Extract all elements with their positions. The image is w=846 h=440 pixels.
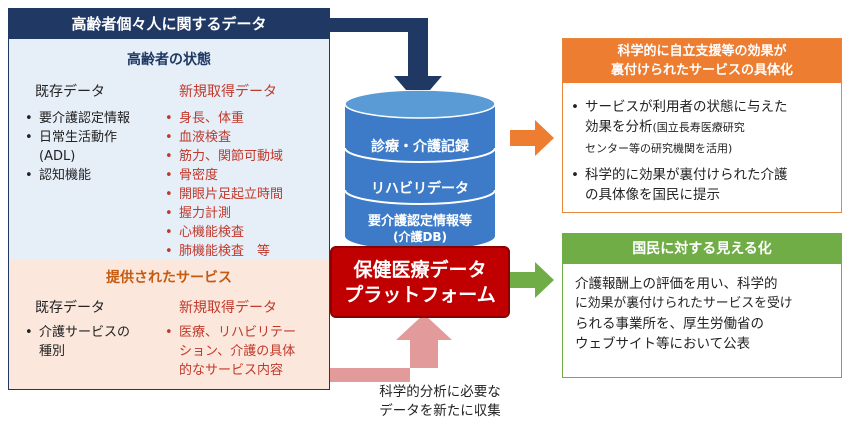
public-visibility-box: 国民に対する見える化 介護報酬上の評価を用い、科学的 に効果が裏付けられたサービ… — [562, 233, 842, 378]
list-item-note: (国立長寿医療研究 — [652, 121, 745, 134]
service-effect-box: 科学的に自立支援等の効果が 裏付けられたサービスの具体化 サービスが利用者の状態… — [562, 38, 842, 213]
service-new-head: 新規取得データ — [179, 300, 277, 316]
caption-line1: 科学的分析に必要な — [379, 384, 501, 400]
list-item: 心機能検査 — [165, 223, 325, 242]
collection-caption: 科学的分析に必要な データを新たに収集 — [360, 383, 520, 421]
senior-state-section: 高齢者の状態 既存データ 新規取得データ 要介護認定情報 日常生活動作 (ADL… — [9, 39, 329, 261]
service-new-line2: ション、介護の具体 — [179, 344, 296, 359]
text-line: に効果が裏付けられたサービスを受け — [575, 296, 793, 311]
service-existing-list: 介護サービスの — [25, 323, 165, 342]
caption-line2: データを新たに収集 — [379, 403, 501, 419]
list-item: 介護サービスの — [25, 323, 165, 342]
state-new-head: 新規取得データ — [179, 84, 277, 100]
state-existing-head: 既存データ — [35, 84, 105, 100]
orange-arrow — [510, 120, 554, 156]
service-effect-header: 科学的に自立支援等の効果が 裏付けられたサービスの具体化 — [563, 39, 841, 83]
list-item: 医療、リハビリテー — [165, 323, 327, 342]
platform-line1: 保健医療データ — [353, 259, 487, 281]
list-item-text: 効果を分析 — [585, 119, 653, 135]
list-item-text: 科学的に効果が裏付けられた介護 — [585, 167, 788, 183]
state-new-list: 身長、体重 血液検査 筋力、関節可動域 骨密度 開眼片足起立時間 握力計測 心機… — [165, 109, 325, 261]
list-item-text: の具体像を国民に提示 — [585, 187, 720, 203]
list-item: 科学的に効果が裏付けられた介護 の具体像を国民に提示 — [571, 165, 837, 205]
text-line: ウェブサイト等において公表 — [575, 336, 751, 352]
senior-state-title: 高齢者の状態 — [127, 52, 211, 68]
list-item-text: サービスが利用者の状態に与えた — [585, 99, 788, 115]
service-effect-header-line1: 科学的に自立支援等の効果が — [617, 44, 787, 59]
list-item: 筋力、関節可動域 — [165, 147, 325, 166]
list-item: 握力計測 — [165, 204, 325, 223]
senior-data-header: 高齢者個々人に関するデータ — [9, 9, 329, 39]
list-item: 要介護認定情報 — [25, 109, 165, 128]
list-item: 身長、体重 — [165, 109, 325, 128]
state-existing-list: 要介護認定情報 日常生活動作 (ADL) 認知機能 — [25, 109, 165, 185]
pink-arrow — [330, 314, 452, 382]
service-effect-header-line2: 裏付けられたサービスの具体化 — [610, 63, 793, 78]
provided-service-title: 提供されたサービス — [106, 270, 232, 286]
service-effect-list: サービスが利用者の状態に与えた 効果を分析(国立長寿医療研究 センター等の研究機… — [571, 97, 837, 205]
text-line: 介護報酬上の評価を用い、科学的 — [575, 276, 778, 292]
public-visibility-text: 介護報酬上の評価を用い、科学的 に効果が裏付けられたサービスを受け られる事業所… — [575, 274, 837, 354]
list-item: 肺機能検査 等 — [165, 242, 325, 261]
senior-data-panel: 高齢者個々人に関するデータ 高齢者の状態 既存データ 新規取得データ 要介護認定… — [8, 8, 330, 390]
service-existing-head: 既存データ — [35, 300, 105, 316]
health-data-platform: 保健医療データ プラットフォーム — [330, 246, 510, 318]
db-label-medical-care: 診療・介護記録 — [371, 139, 469, 155]
public-visibility-header: 国民に対する見える化 — [563, 234, 841, 264]
list-item-text: (ADL) — [39, 149, 76, 164]
list-item: 血液検査 — [165, 128, 325, 147]
navy-arrow — [330, 18, 442, 104]
list-item: 開眼片足起立時間 — [165, 185, 325, 204]
service-new-list: 医療、リハビリテー — [165, 323, 327, 342]
list-item: 認知機能 — [25, 166, 165, 185]
db-label-certification: 要介護認定情報等 — [367, 214, 472, 229]
service-existing-line2: 種別 — [39, 344, 66, 359]
list-item: サービスが利用者の状態に与えた 効果を分析(国立長寿医療研究 センター等の研究機… — [571, 97, 837, 159]
db-label-care-db: (介護DB) — [392, 230, 448, 244]
list-item-note: センター等の研究機関を活用) — [585, 142, 733, 155]
platform-line2: プラットフォーム — [344, 284, 496, 306]
service-new-line3: 的なサービス内容 — [179, 363, 284, 378]
db-label-rehab: リハビリデータ — [371, 181, 469, 197]
list-item-continued: (ADL) — [25, 147, 165, 166]
list-item: 日常生活動作 — [25, 128, 165, 147]
list-item: 骨密度 — [165, 166, 325, 185]
green-arrow — [510, 262, 554, 298]
database-cylinder-icon — [345, 90, 495, 250]
text-line: られる事業所を、厚生労働省の — [575, 316, 764, 332]
provided-service-section: 提供されたサービス 既存データ 新規取得データ 介護サービスの 種別 医療、リハ… — [9, 259, 329, 389]
